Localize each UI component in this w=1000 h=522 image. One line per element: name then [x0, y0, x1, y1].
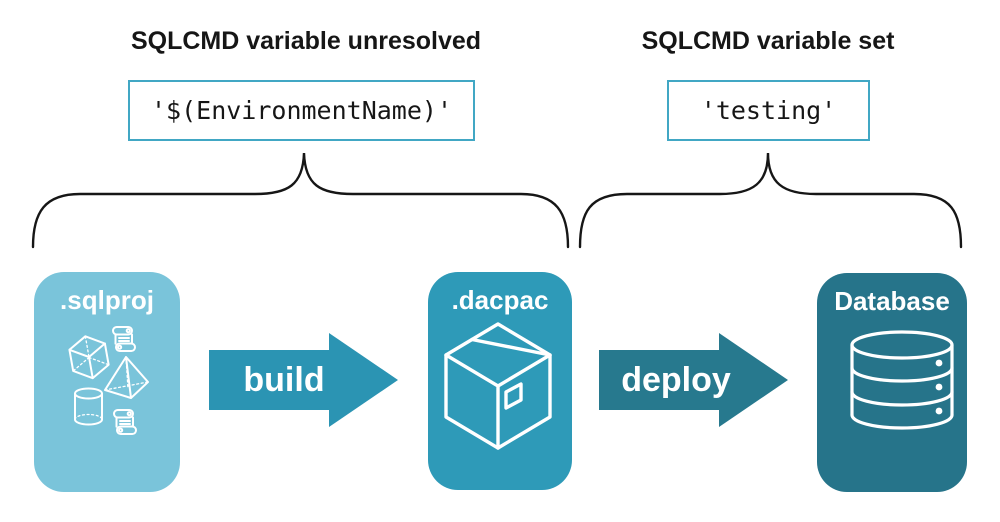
script-scroll-icon — [113, 409, 137, 435]
cylinder-icon — [74, 387, 103, 426]
build-arrow — [209, 333, 398, 427]
deploy-arrow — [599, 333, 788, 427]
database-icon — [850, 330, 954, 430]
stage-database: Database — [817, 273, 967, 492]
sql-objects-icon — [68, 326, 149, 435]
heading-variable-set: SQLCMD variable set — [641, 27, 895, 55]
pyramid-icon — [104, 356, 149, 399]
cube-icon — [68, 335, 110, 380]
code-box-environment-variable: '$(EnvironmentName)' — [128, 80, 475, 141]
code-text-testing-value: 'testing' — [700, 96, 837, 125]
stage-sqlproj: .sqlproj — [34, 272, 180, 492]
stage-label-sqlproj: .sqlproj — [60, 285, 154, 315]
heading-variable-unresolved: SQLCMD variable unresolved — [130, 27, 482, 55]
deploy-arrow-label: deploy — [621, 360, 731, 399]
script-scroll-icon — [112, 326, 136, 352]
package-icon — [444, 322, 552, 450]
left-brace — [31, 152, 570, 249]
stage-label-dacpac: .dacpac — [451, 285, 549, 315]
code-box-testing-value: 'testing' — [667, 80, 870, 141]
right-brace — [578, 152, 963, 249]
build-arrow-label: build — [243, 360, 325, 399]
stage-label-database: Database — [834, 286, 950, 316]
stage-dacpac: .dacpac — [428, 272, 572, 490]
code-text-environment-variable: '$(EnvironmentName)' — [150, 96, 453, 125]
